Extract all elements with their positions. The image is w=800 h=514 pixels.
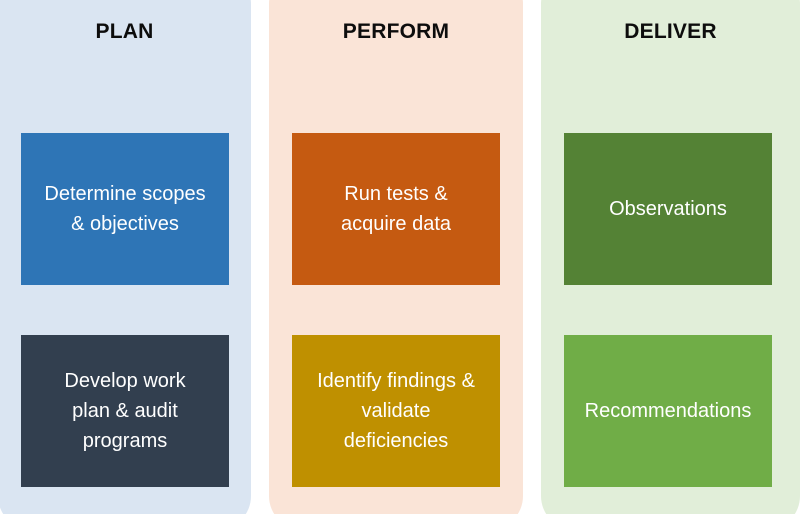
deliver-column: DELIVER Observations Recommendations (541, 0, 800, 514)
develop-work-plan-box: Develop work plan & audit programs (21, 335, 229, 487)
perform-column: PERFORM Run tests & acquire data Identif… (269, 0, 523, 514)
determine-scopes-box: Determine scopes & objectives (21, 133, 229, 285)
box-text-line: Run tests & (344, 183, 448, 205)
perform-column-title: PERFORM (342, 20, 450, 43)
box-text-line: acquire data (340, 213, 452, 235)
observations-box: Observations (564, 133, 772, 285)
box-text-line: & objectives (71, 213, 179, 235)
box-text-line: programs (82, 430, 168, 452)
identify-findings-box: Identify findings & validate deficiencie… (292, 335, 500, 487)
recommendations-box: Recommendations (564, 335, 772, 487)
box-text-line: Determine scopes (44, 183, 206, 205)
run-tests-box: Run tests & acquire data (292, 133, 500, 285)
box-text-line: validate (361, 400, 431, 422)
plan-column-title: PLAN (95, 20, 154, 43)
box-text-line: Recommendations (584, 400, 752, 422)
plan-column: PLAN Determine scopes & objectives Devel… (0, 0, 251, 514)
box-text-line: deficiencies (343, 430, 449, 452)
box-text-line: Develop work (64, 370, 186, 392)
box-text-line: Identify findings & (317, 370, 475, 392)
deliver-column-title: DELIVER (624, 20, 717, 43)
box-text-line: Observations (609, 198, 727, 220)
box-text-line: plan & audit (72, 400, 178, 422)
